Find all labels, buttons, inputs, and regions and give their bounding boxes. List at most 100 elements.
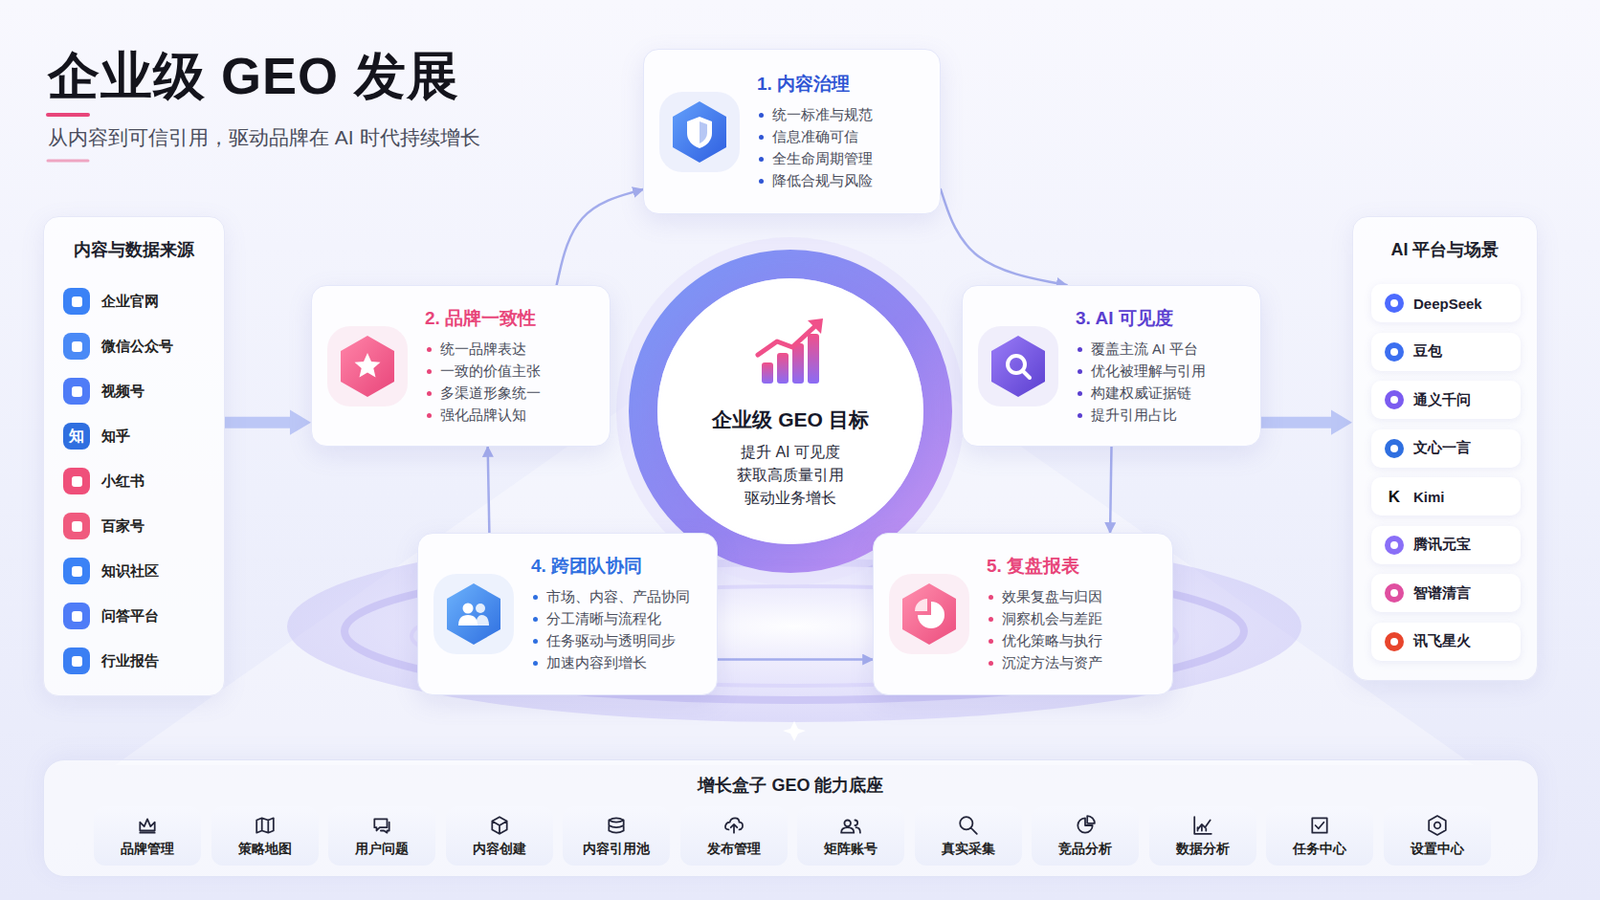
node-line: 分工清晰与流程化 [531,608,704,631]
capability-icon [371,815,393,837]
icon-stroke [256,818,274,833]
capability-icon [136,815,158,837]
caption-underline [47,159,89,163]
logo-glyph [1390,541,1399,550]
node-heading: 内容创建 [472,841,527,859]
flow-arrow [224,417,290,429]
node-heading: 内容引用池 [582,841,650,859]
chart-bar [792,343,804,384]
node-line: 获取高质量引用 [736,464,845,488]
icon-glyph [699,121,708,144]
platform-item: KKimi [1371,477,1521,516]
cycle-arrow [1110,446,1112,534]
node-heading: 知乎 [101,427,131,446]
source-icon [63,377,90,405]
node-heading: 内容与数据来源 [44,238,224,262]
node-line: 全生命周期管理 [756,148,927,171]
source-item: 视频号 [63,376,212,407]
platform-logo [1384,390,1404,410]
source-icon [63,557,90,585]
source-icon [63,467,90,495]
logo-glyph [1390,589,1399,598]
logo-glyph [1390,396,1399,404]
capability-tile: 品牌管理 [93,806,201,867]
node-heading: 通义千问 [1413,391,1471,410]
capability-tile: 策略地图 [211,806,319,867]
capability-tile: 数据分析 [1149,806,1257,867]
node-heading: 讯飞星火 [1413,632,1471,651]
platform-logo [1384,583,1404,603]
page-title: 企业级 GEO 发展 [47,42,460,112]
capability-tile: 任务中心 [1266,806,1374,867]
capability-tile: 矩阵账号 [797,806,905,867]
pillar-icon [887,572,972,657]
icon-glyph [475,603,486,614]
logo-letter: 知 [68,428,85,445]
chart-bar [761,362,774,384]
icon-glyph [71,386,83,398]
cycle-arrow [940,189,1067,286]
icon-stroke [491,817,507,835]
icon-glyph [71,341,83,353]
source-icon [63,602,90,630]
node-line: 市场、内容、产品协同 [531,586,704,609]
node-heading: 发布管理 [707,841,761,859]
node-heading: 3. AI 可见度 [1075,306,1247,332]
source-icon [63,288,90,315]
capability-icon [488,815,511,837]
node-line: 加速内容到增长 [531,652,704,675]
icon-stroke [724,818,742,833]
capability-icon [1192,815,1214,837]
capability-icon [1309,815,1331,837]
logo-glyph [1390,348,1399,356]
pillar-card: 2. 品牌一致性统一品牌表达一致的价值主张多渠道形象统一强化品牌认知 [311,285,611,447]
platform-item: 通义千问 [1371,380,1521,420]
icon-hexagon [991,335,1045,398]
cycle-arrow [488,446,490,534]
node-heading: 企业官网 [101,292,159,312]
capability-icon [605,815,627,837]
platform-logo [1384,535,1404,556]
node-line: 任务驱动与透明同步 [531,630,704,653]
node-line: 降低合规与风险 [756,170,927,193]
pillar-icon [657,89,742,175]
icon-glyph [71,476,83,488]
pillar-card: 5. 复盘报表效果复盘与归因洞察机会与差距优化策略与执行沉淀方法与资产 [872,533,1174,696]
source-icon [63,647,90,675]
source-item: 问答平台 [63,600,212,632]
cycle-arrow [717,658,873,662]
source-item: 小红书 [63,466,212,497]
icon-stroke [959,817,978,835]
icon-stroke [1311,818,1327,833]
chart-arrowhead [807,318,823,334]
icon-backdrop [327,326,408,407]
goal-ring [643,264,938,559]
page-caption: 从内容到可信引用，驱动品牌在 AI 时代持续增长 [47,124,481,152]
icon-glyph [355,353,381,378]
chart-bar [777,353,789,384]
icon-glyph [914,599,928,612]
icon-glyph [687,116,712,149]
logo-glyph [1390,299,1399,308]
platform-item: 豆包 [1371,333,1521,372]
node-heading: 5. 复盘报表 [986,554,1159,579]
icon-backdrop [977,326,1059,407]
capability-icon [1426,815,1448,837]
icon-stroke [139,819,155,833]
source-item: 行业报告 [63,645,212,677]
icon-glyph [71,611,83,623]
node-line: 统一标准与规范 [756,104,927,127]
logo-glyph [1390,638,1399,646]
node-line: 优化策略与执行 [986,630,1159,653]
icon-stroke [1428,816,1446,836]
side-panel: 内容与数据来源企业官网微信公众号视频号知知乎小红书百家号知识社区问答平台行业报告 [43,216,225,697]
source-item: 企业官网 [63,286,212,317]
title-underline [47,112,89,117]
icon-glyph [475,615,489,626]
icon-stroke [1194,817,1212,835]
node-heading: 问答平台 [101,607,159,626]
source-item: 知识社区 [63,555,212,587]
icon-stroke [608,818,623,833]
chart-bar [807,333,820,384]
capability-tile: 内容创建 [445,806,554,867]
